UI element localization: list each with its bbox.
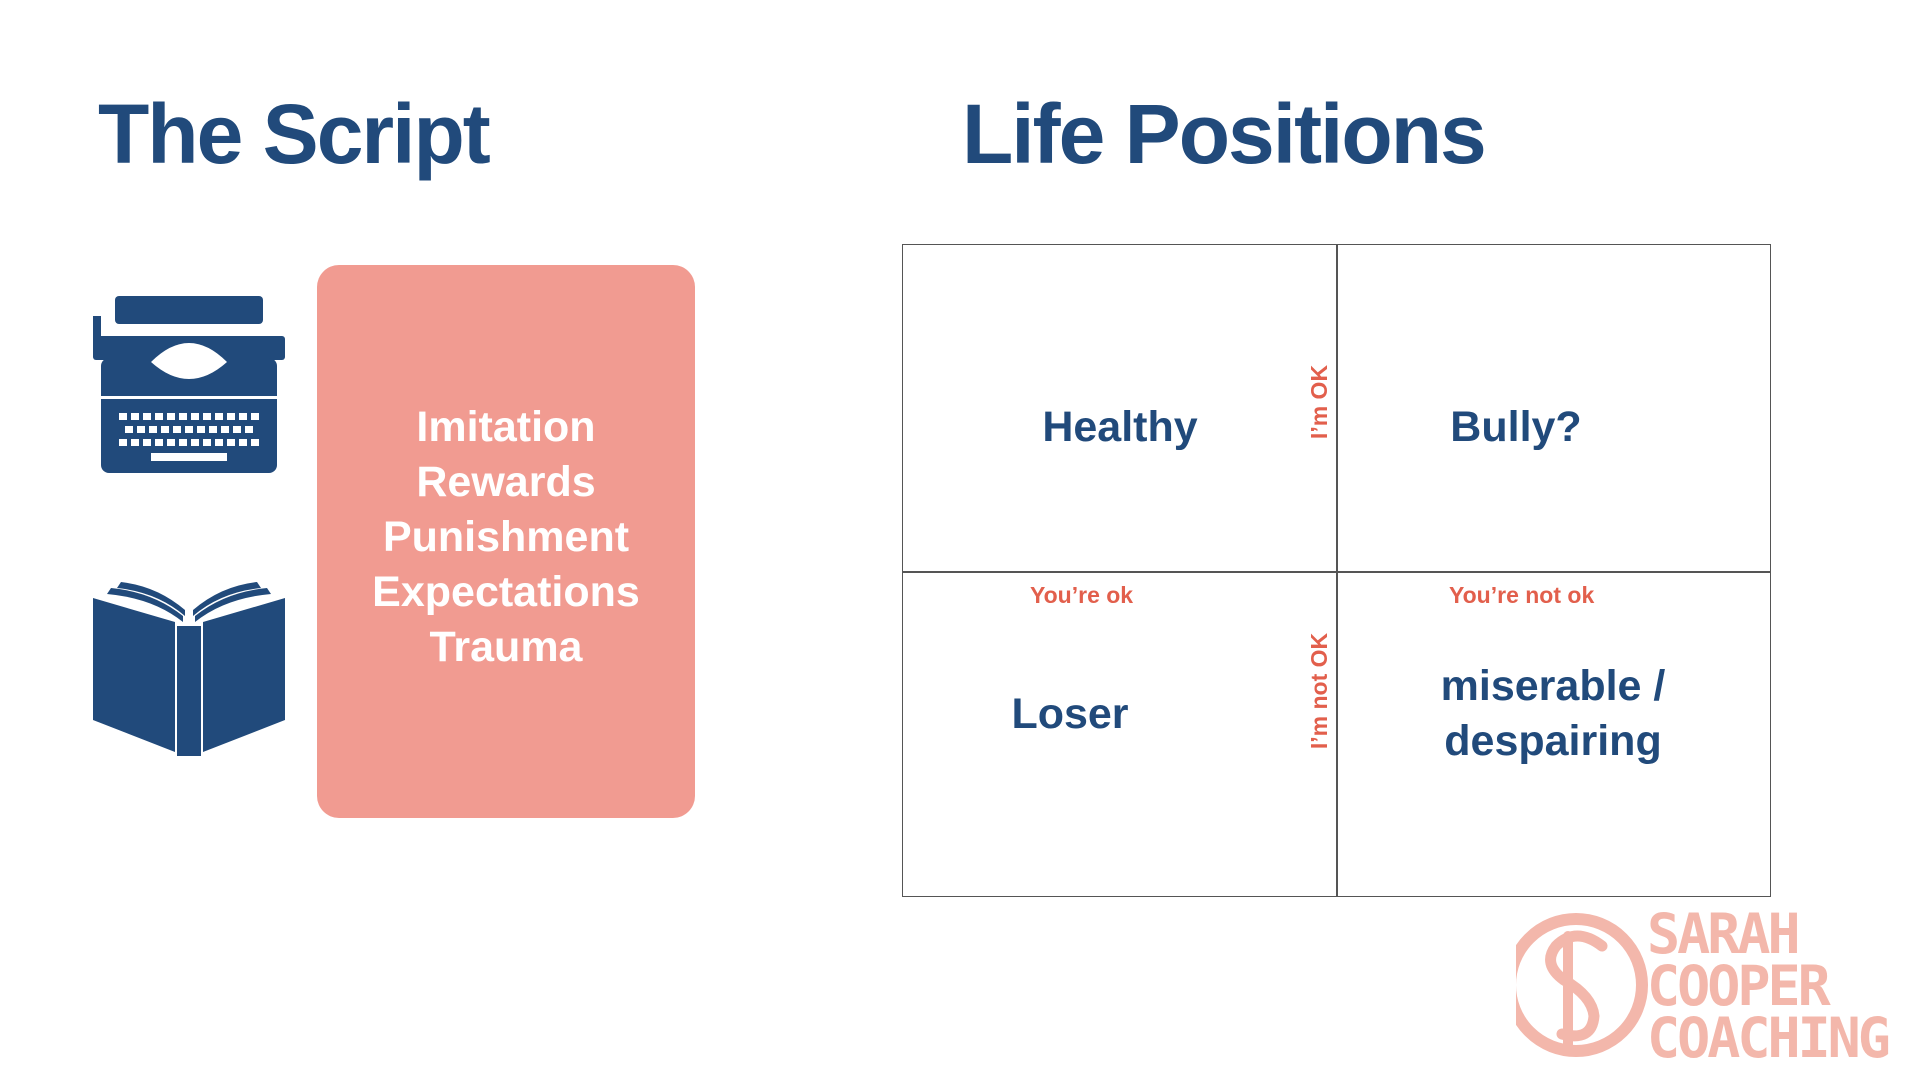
open-book-icon <box>93 582 285 756</box>
axis-label-im-ok: I’m OK <box>1306 364 1332 440</box>
cell-miserable-line2: despairing <box>1444 717 1662 765</box>
logo-text-sarah: SARAH <box>1647 902 1801 966</box>
typewriter-icon <box>93 296 285 473</box>
cell-miserable-line1: miserable / <box>1440 662 1666 710</box>
script-item-rewards: Rewards <box>416 458 596 506</box>
logo-text-coaching: COACHING <box>1647 1006 1891 1070</box>
cell-healthy: Healthy <box>1042 403 1198 451</box>
axis-label-youre-not-ok: You’re not ok <box>1449 582 1595 608</box>
life-positions-title: Life Positions <box>962 87 1487 181</box>
logo-text-cooper: COOPER <box>1647 954 1831 1018</box>
script-factors-card: Imitation Rewards Punishment Expectation… <box>317 265 695 818</box>
script-item-punishment: Punishment <box>382 513 630 561</box>
cell-miserable-despairing: miserable / despairing <box>1403 659 1703 769</box>
axis-label-im-not-ok: I’m not OK <box>1306 632 1332 750</box>
grid-vertical-divider <box>1336 245 1338 896</box>
axis-label-youre-ok: You’re ok <box>1030 582 1134 608</box>
cell-loser: Loser <box>1011 690 1129 738</box>
script-item-imitation: Imitation <box>416 403 596 451</box>
grid-horizontal-divider <box>903 571 1770 573</box>
sarah-cooper-coaching-logo-icon <box>1516 913 1648 1057</box>
script-item-trauma: Trauma <box>429 623 583 671</box>
script-title: The Script <box>98 87 491 181</box>
cell-bully: Bully? <box>1450 403 1582 451</box>
life-positions-grid: Healthy Bully? Loser miserable / despair… <box>902 244 1771 897</box>
script-item-expectations: Expectations <box>372 568 640 616</box>
